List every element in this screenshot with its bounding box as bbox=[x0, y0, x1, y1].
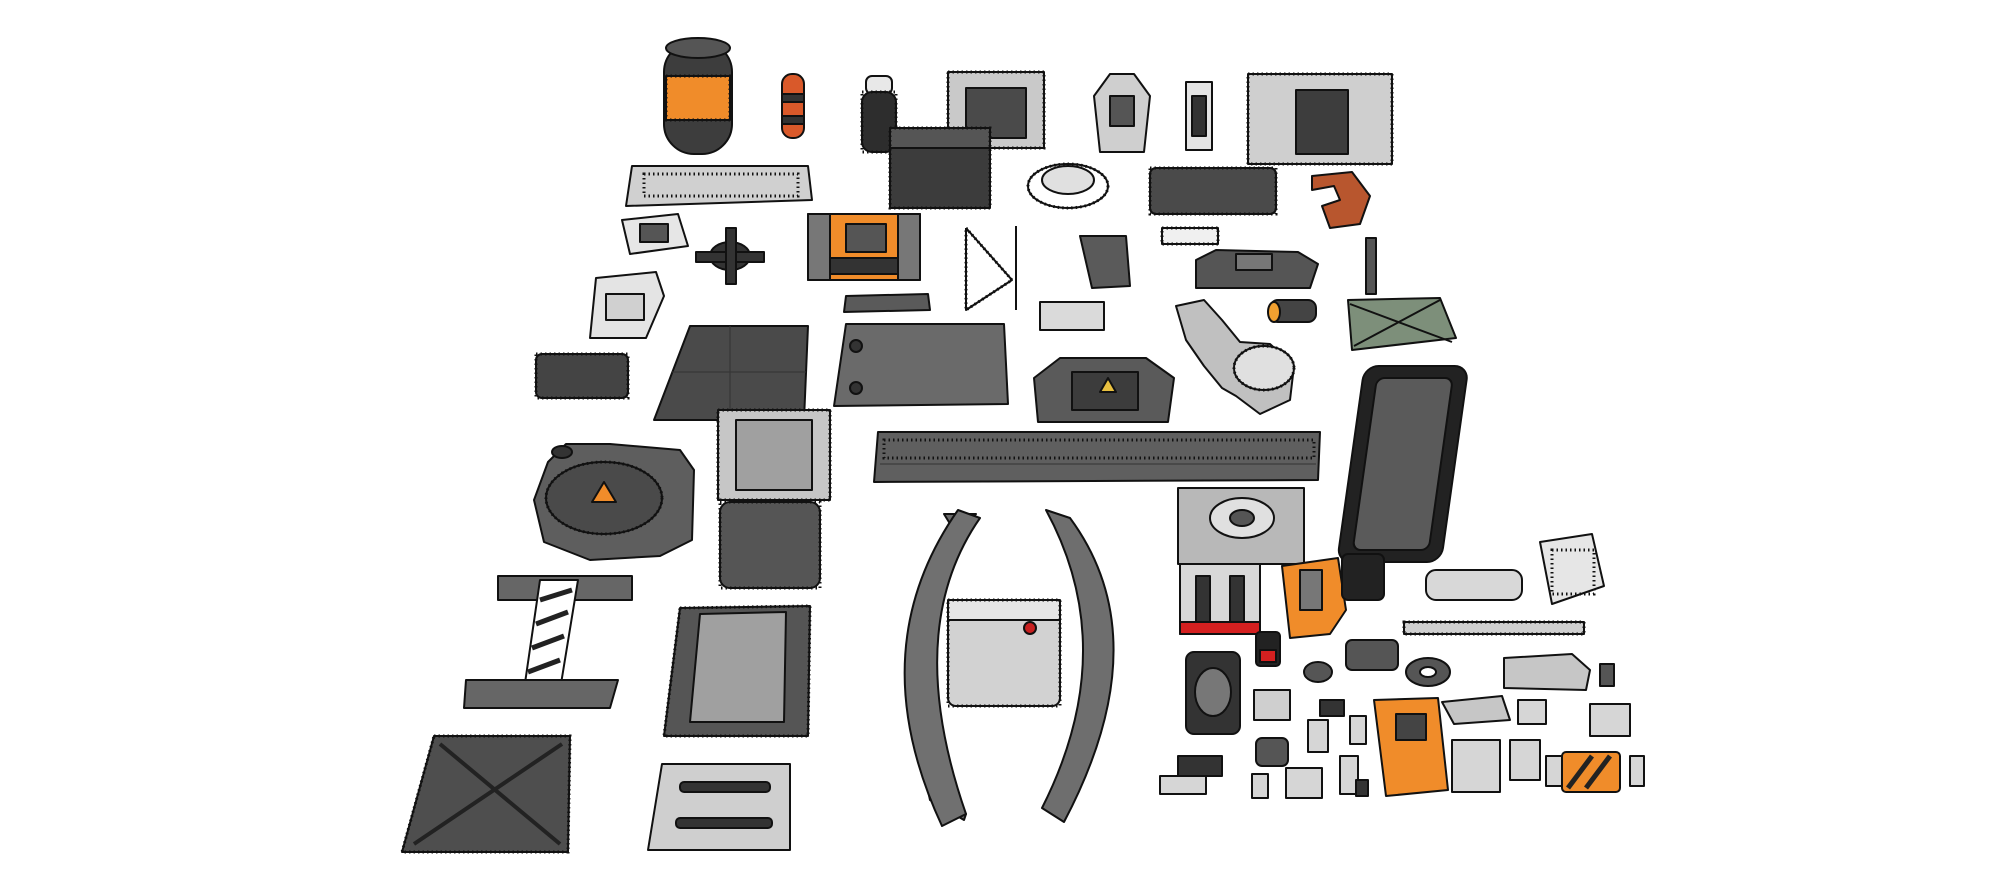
treaded-floor-panel bbox=[662, 604, 812, 738]
cross-hub bbox=[695, 227, 765, 285]
small-box-panel-2 bbox=[589, 271, 665, 339]
arc-frame-right bbox=[1041, 509, 1115, 823]
small-rail-piece bbox=[1160, 226, 1220, 246]
curved-pipe-rust bbox=[1311, 171, 1371, 229]
grey-lid-piece bbox=[1039, 301, 1105, 331]
small-dark-pods bbox=[1303, 639, 1451, 687]
dark-lid-block bbox=[1341, 553, 1385, 601]
gear-plate-machine bbox=[1177, 487, 1305, 565]
orange-machine-unit bbox=[807, 213, 921, 281]
green-dome-shell bbox=[1347, 297, 1457, 351]
bracket-plate bbox=[1079, 235, 1131, 289]
crate-grey-open bbox=[946, 70, 1046, 150]
tiny-parts-row bbox=[1159, 755, 1645, 799]
ribbed-crate bbox=[1539, 533, 1605, 605]
rounded-tray bbox=[1425, 569, 1523, 601]
x-brace-floor-tile bbox=[400, 734, 572, 854]
small-grey-parts bbox=[1253, 689, 1631, 793]
small-dark-container bbox=[534, 352, 630, 400]
small-cannon-orange bbox=[1267, 299, 1317, 323]
long-rounded-platform bbox=[1337, 365, 1468, 563]
bottle-canister bbox=[860, 75, 898, 154]
dark-machine-block bbox=[1148, 166, 1278, 216]
robot-arm-mount bbox=[1175, 299, 1296, 415]
slot-bracket bbox=[1441, 695, 1511, 725]
robot-head-module bbox=[1093, 73, 1151, 153]
red-small-module bbox=[1255, 631, 1281, 667]
small-bolt-part bbox=[1599, 663, 1615, 687]
light-grey-bracket bbox=[1503, 653, 1591, 691]
fan-cage-unit bbox=[1185, 651, 1241, 735]
long-rail-thin bbox=[1402, 620, 1586, 636]
dark-cube-box bbox=[718, 500, 822, 590]
large-crate-grey bbox=[1246, 72, 1394, 166]
cylinder-tank-orange bbox=[663, 37, 733, 155]
grey-ramp-panel bbox=[647, 763, 791, 851]
central-console-crate bbox=[946, 598, 1062, 708]
hazard-striped-post bbox=[463, 575, 633, 709]
console-hatch bbox=[1033, 357, 1175, 423]
dark-clamp-piece bbox=[1195, 249, 1319, 289]
orange-lift-unit bbox=[1281, 557, 1347, 639]
arc-frame-left bbox=[903, 509, 981, 827]
grey-cabinet bbox=[716, 408, 832, 502]
flat-dark-bar bbox=[843, 293, 931, 313]
long-rail-beam bbox=[873, 431, 1321, 483]
dark-crate bbox=[888, 126, 992, 210]
orange-hazard-plate bbox=[1373, 697, 1449, 797]
round-turret-base bbox=[1026, 162, 1110, 210]
perforated-floor-plate bbox=[625, 165, 813, 207]
dark-floor-tile bbox=[653, 325, 809, 421]
small-pipe-rod bbox=[1365, 237, 1377, 295]
grey-floor-panel bbox=[833, 323, 1009, 407]
narrow-pillar bbox=[1185, 81, 1213, 151]
small-canister-orange bbox=[781, 73, 805, 139]
radiation-turbine bbox=[533, 443, 695, 561]
triangle-truss bbox=[964, 226, 1017, 313]
hazard-striped-block bbox=[1561, 751, 1621, 793]
small-box-panel bbox=[621, 213, 689, 255]
red-base-mech-leg bbox=[1179, 563, 1261, 635]
